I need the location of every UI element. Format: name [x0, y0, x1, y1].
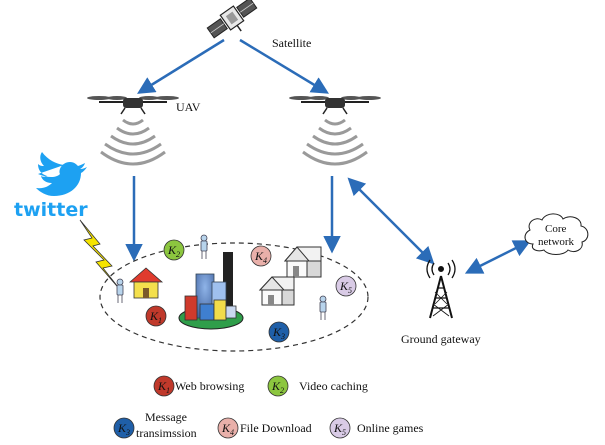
house-icon [128, 267, 164, 299]
svg-text:1: 1 [166, 386, 170, 395]
svg-text:K: K [167, 243, 177, 257]
twitter-bird-icon [36, 152, 87, 196]
ground-gateway-tower-icon [426, 259, 456, 319]
satellite-label: Satellite [272, 36, 311, 50]
user-person-icon [116, 278, 124, 303]
service-k1-marker: K 1 [145, 305, 167, 327]
legend-label-k4: File Download [240, 421, 312, 435]
service-k2-marker: K 2 [163, 239, 185, 261]
svg-text:3: 3 [125, 428, 130, 437]
uav-gateway-link [347, 177, 435, 265]
legend-label-k3-line1: Message [145, 410, 187, 424]
legend: K 1 Web browsing K 2 Video caching K 3 M… [113, 375, 424, 440]
satellite-uav-right-link [239, 38, 329, 94]
svg-text:2: 2 [280, 386, 284, 395]
uav-right-signal-icon [302, 118, 368, 166]
legend-item-k5: K 5 Online games [329, 417, 424, 439]
svg-text:4: 4 [230, 428, 234, 437]
legend-label-k2: Video caching [299, 379, 368, 393]
svg-text:5: 5 [348, 286, 352, 295]
core-network-label-line1: Core [545, 223, 567, 235]
uav-label: UAV [176, 100, 201, 114]
svg-text:K: K [272, 325, 282, 339]
svg-text:K: K [271, 379, 281, 393]
satellite-uav-left-link [137, 38, 225, 94]
house-icon [283, 246, 322, 278]
uav-left-signal-icon [100, 118, 166, 166]
legend-item-k3: K 3 Message transimssion [113, 410, 197, 440]
svg-text:5: 5 [342, 428, 346, 437]
legend-label-k5: Online games [357, 421, 424, 435]
svg-text:K: K [333, 421, 343, 435]
svg-text:K: K [149, 309, 159, 323]
svg-text:K: K [221, 421, 231, 435]
coverage-area [99, 242, 369, 352]
legend-item-k4: K 4 File Download [217, 417, 312, 439]
legend-item-k1: K 1 Web browsing [153, 375, 244, 397]
service-k3-marker: K 3 [268, 321, 290, 343]
city-buildings-icon [178, 252, 244, 330]
satellite-icon [206, 0, 258, 39]
user-person-icon [319, 295, 327, 320]
svg-text:K: K [339, 279, 349, 293]
ground-gateway-label: Ground gateway [401, 332, 481, 346]
legend-label-k3-line2: transimssion [136, 426, 197, 440]
gateway-core-link [464, 240, 532, 274]
house-icon [258, 276, 295, 306]
core-network-label-line2: network [538, 236, 575, 248]
svg-text:K: K [117, 421, 127, 435]
service-k5-marker: K 5 [335, 275, 357, 297]
lightning-bolt-icon [79, 219, 123, 293]
svg-text:K: K [157, 379, 167, 393]
core-network-cloud-icon [524, 213, 589, 255]
svg-text:2: 2 [176, 250, 180, 259]
svg-text:3: 3 [280, 332, 285, 341]
svg-text:1: 1 [158, 316, 162, 325]
service-k4-marker: K 4 [250, 245, 272, 267]
legend-label-k1: Web browsing [175, 379, 244, 393]
twitter-wordmark: twitter [14, 199, 88, 221]
user-person-icon [200, 234, 208, 259]
svg-text:4: 4 [263, 256, 267, 265]
uav-right-icon [289, 96, 381, 115]
svg-text:K: K [254, 249, 264, 263]
uav-left-icon [87, 96, 179, 115]
legend-item-k2: K 2 Video caching [267, 375, 368, 397]
